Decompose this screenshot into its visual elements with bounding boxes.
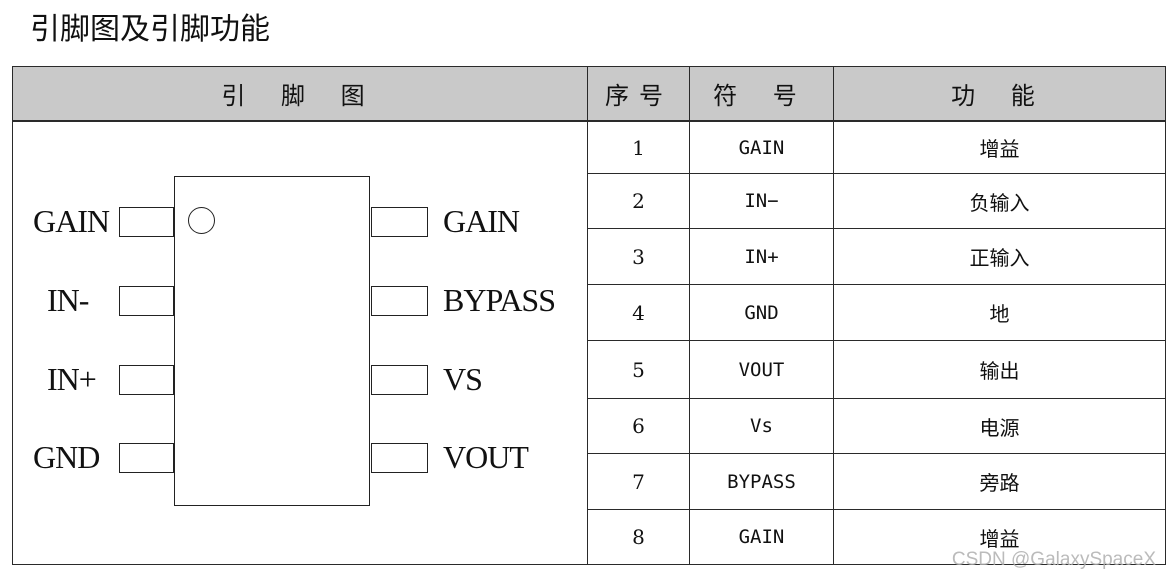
row-function: 负输入 — [969, 190, 1030, 215]
column-divider — [587, 66, 588, 565]
row-symbol: GAIN — [738, 526, 785, 548]
row-symbol: IN− — [744, 190, 779, 212]
row-symbol: GND — [744, 301, 779, 324]
right-pin-label: BYPASS — [443, 282, 556, 318]
table-header-band — [12, 66, 1166, 121]
row-function: 旁路 — [979, 471, 1020, 495]
row-function: 增益 — [979, 137, 1020, 161]
pin-lead-right — [371, 365, 428, 395]
pin-lead-right — [371, 286, 428, 316]
row-number: 4 — [632, 300, 645, 325]
row-number: 8 — [632, 525, 645, 549]
left-pin-label: IN+ — [47, 361, 97, 397]
row-symbol: BYPASS — [727, 470, 796, 493]
row-function: 地 — [989, 302, 1010, 326]
header-pin-diagram: 引 脚 图 — [221, 82, 379, 110]
row-function: 正输入 — [969, 246, 1030, 270]
table-border-bottom — [12, 564, 1166, 565]
right-pin-label: VOUT — [443, 439, 529, 475]
row-divider — [588, 340, 1166, 341]
left-pin-label: GAIN — [33, 203, 110, 239]
row-function: 增益 — [979, 526, 1020, 551]
pin-lead-right — [371, 443, 428, 473]
row-divider — [588, 173, 1166, 174]
row-divider — [588, 284, 1166, 285]
row-divider — [588, 398, 1166, 399]
pin1-marker — [188, 207, 215, 234]
page-title: 引脚图及引脚功能 — [30, 12, 270, 47]
row-symbol: IN+ — [744, 245, 779, 268]
row-number: 2 — [632, 189, 645, 213]
watermark: CSDN @GalaxySpaceX — [951, 549, 1156, 570]
pin-lead-left — [119, 443, 174, 473]
table-border-left — [12, 66, 13, 565]
row-symbol: VOUT — [738, 358, 785, 381]
row-number: 6 — [632, 414, 645, 438]
left-pin-label: IN- — [47, 282, 89, 318]
table-border-right — [1165, 66, 1166, 565]
chip-body — [174, 176, 370, 506]
pin-lead-right — [371, 207, 428, 237]
right-pin-label: GAIN — [443, 203, 520, 239]
header-function: 功 能 — [951, 82, 1049, 110]
row-symbol: GAIN — [738, 136, 785, 159]
table-border-top — [12, 66, 1166, 67]
row-divider — [588, 453, 1166, 454]
left-pin-label: GND — [33, 439, 100, 475]
header-number: 序号 — [605, 82, 673, 110]
right-pin-label: VS — [443, 361, 483, 397]
table-header-divider — [12, 120, 1166, 122]
pin-lead-left — [119, 365, 174, 395]
row-function: 电源 — [979, 415, 1020, 440]
pin-lead-left — [119, 207, 174, 237]
row-divider — [588, 509, 1166, 510]
row-number: 3 — [632, 244, 645, 269]
column-divider — [833, 66, 834, 565]
row-number: 5 — [632, 357, 645, 382]
pin-lead-left — [119, 286, 174, 316]
row-number: 1 — [632, 135, 645, 160]
row-number: 7 — [632, 469, 645, 494]
row-function: 输出 — [979, 359, 1020, 383]
row-symbol: Vs — [750, 415, 773, 437]
row-divider — [588, 228, 1166, 229]
column-divider — [689, 66, 690, 565]
header-symbol: 符 号 — [713, 82, 811, 110]
